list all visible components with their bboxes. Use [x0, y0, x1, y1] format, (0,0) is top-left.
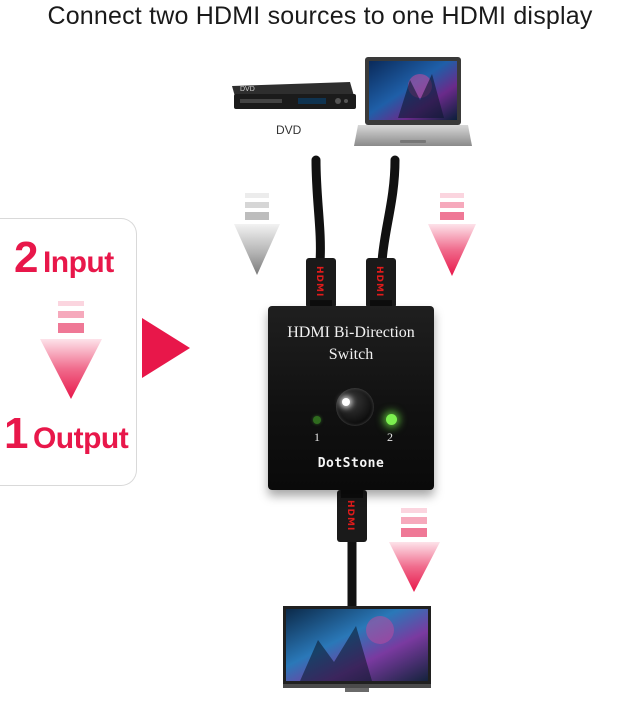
red-down-arrow-panel: [40, 301, 102, 399]
switch-select-button[interactable]: [336, 388, 374, 426]
hdmi-plug-output: [337, 490, 367, 542]
input-count: 2: [14, 233, 39, 282]
output-heading: 1 Output: [4, 409, 129, 459]
hdmi-plug-text-output: HDMI: [345, 500, 355, 532]
switch-title-line2: Switch: [328, 346, 374, 363]
brand-logo-text: DotStone: [317, 456, 385, 471]
switch-title-line1: HDMI Bi-Direction: [287, 324, 415, 341]
input-heading: 2 Input: [14, 233, 114, 283]
output-count: 1: [4, 409, 29, 458]
dvd-front-text: DVD: [240, 86, 255, 93]
hdmi-plug-text-input-1: HDMI: [314, 266, 324, 298]
port-2-led: [386, 414, 397, 425]
laptop: [354, 57, 472, 146]
headline: Connect two HDMI sources to one HDMI dis…: [47, 2, 593, 30]
output-word: Output: [32, 422, 129, 455]
port-1-label: 1: [314, 430, 320, 444]
switch-title: HDMI Bi-Direction Switch: [268, 322, 434, 366]
red-down-arrow-source: [428, 193, 476, 276]
input-word: Input: [42, 246, 114, 279]
input-output-panel: 2 Input 1 Output: [0, 218, 137, 486]
hdmi-plug-input-2: [366, 258, 396, 308]
television: [283, 606, 431, 692]
port-2-label: 2: [387, 430, 393, 444]
hdmi-plug-input-1: [306, 258, 336, 308]
gray-down-arrow: [234, 193, 280, 275]
red-down-arrow-output: [389, 508, 440, 592]
dvd-label: DVD: [276, 123, 302, 137]
port-1-led: [313, 416, 321, 424]
red-right-pointer: [142, 318, 190, 378]
hdmi-plug-text-input-2: HDMI: [374, 266, 384, 298]
button-indicator-light: [342, 398, 350, 406]
dvd-player: [232, 82, 356, 109]
